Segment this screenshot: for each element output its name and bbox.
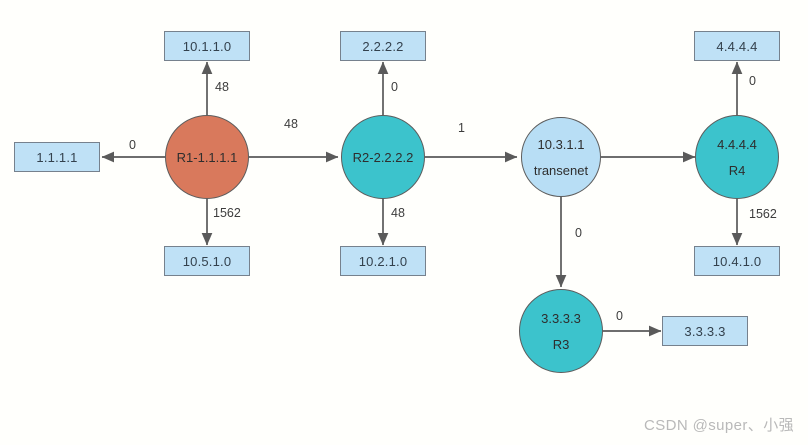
node-box-10-4-1-0-label: 10.4.1.0 [712,253,762,269]
node-box-2-2-2-2-label: 2.2.2.2 [362,38,404,54]
router-node-r4-line1: 4.4.4.4 [717,136,757,152]
router-node-r4[interactable]: 4.4.4.4 R4 [695,115,779,199]
edge-label-r4-to-4-4-4-4: 0 [749,74,756,88]
csdn-watermark: CSDN @super、小强 [643,417,794,434]
edge-label-r1-to-10-1-1-0: 48 [215,80,229,94]
edge-label-r1-to-r2: 48 [284,117,298,131]
edge-label-r1-to-10-5-1-0: 1562 [213,206,241,220]
transit-node-transenet[interactable]: 10.3.1.1 transenet [521,117,601,197]
node-box-1-1-1-1-label: 1.1.1.1 [36,149,78,165]
router-node-r2-line1: R2-2.2.2.2 [352,149,414,165]
node-box-4-4-4-4[interactable]: 4.4.4.4 [694,31,780,61]
edge-label-r2-to-10-2-1-0: 48 [391,206,405,220]
node-box-1-1-1-1[interactable]: 1.1.1.1 [14,142,100,172]
edge-label-r3-to-3-3-3-3: 0 [616,309,623,323]
node-box-3-3-3-3-label: 3.3.3.3 [684,323,726,339]
node-box-4-4-4-4-label: 4.4.4.4 [716,38,758,54]
router-node-r2[interactable]: R2-2.2.2.2 [341,115,425,199]
edge-label-transit-to-r3: 0 [575,226,582,240]
node-box-10-1-1-0[interactable]: 10.1.1.0 [164,31,250,61]
node-box-3-3-3-3[interactable]: 3.3.3.3 [662,316,748,346]
transit-node-line1: 10.3.1.1 [537,136,585,152]
router-node-r3-line2: R3 [552,336,570,352]
edge-label-r2-to-2-2-2-2: 0 [391,80,398,94]
node-box-10-2-1-0-label: 10.2.1.0 [358,253,408,269]
edge-label-r2-to-transit: 1 [458,121,465,135]
transit-node-line2: transenet [533,162,589,178]
router-node-r1[interactable]: R1-1.1.1.1 [165,115,249,199]
node-box-2-2-2-2[interactable]: 2.2.2.2 [340,31,426,61]
node-box-10-4-1-0[interactable]: 10.4.1.0 [694,246,780,276]
edge-label-r1-to-1-1-1-1: 0 [129,138,136,152]
node-box-10-5-1-0[interactable]: 10.5.1.0 [164,246,250,276]
router-node-r3-line1: 3.3.3.3 [541,310,581,326]
node-box-10-5-1-0-label: 10.5.1.0 [182,253,232,269]
node-box-10-2-1-0[interactable]: 10.2.1.0 [340,246,426,276]
router-node-r4-line2: R4 [728,162,746,178]
router-node-r3[interactable]: 3.3.3.3 R3 [519,289,603,373]
router-node-r1-line1: R1-1.1.1.1 [176,149,238,165]
edge-label-r4-to-10-4-1-0: 1562 [749,207,777,221]
node-box-10-1-1-0-label: 10.1.1.0 [182,38,232,54]
